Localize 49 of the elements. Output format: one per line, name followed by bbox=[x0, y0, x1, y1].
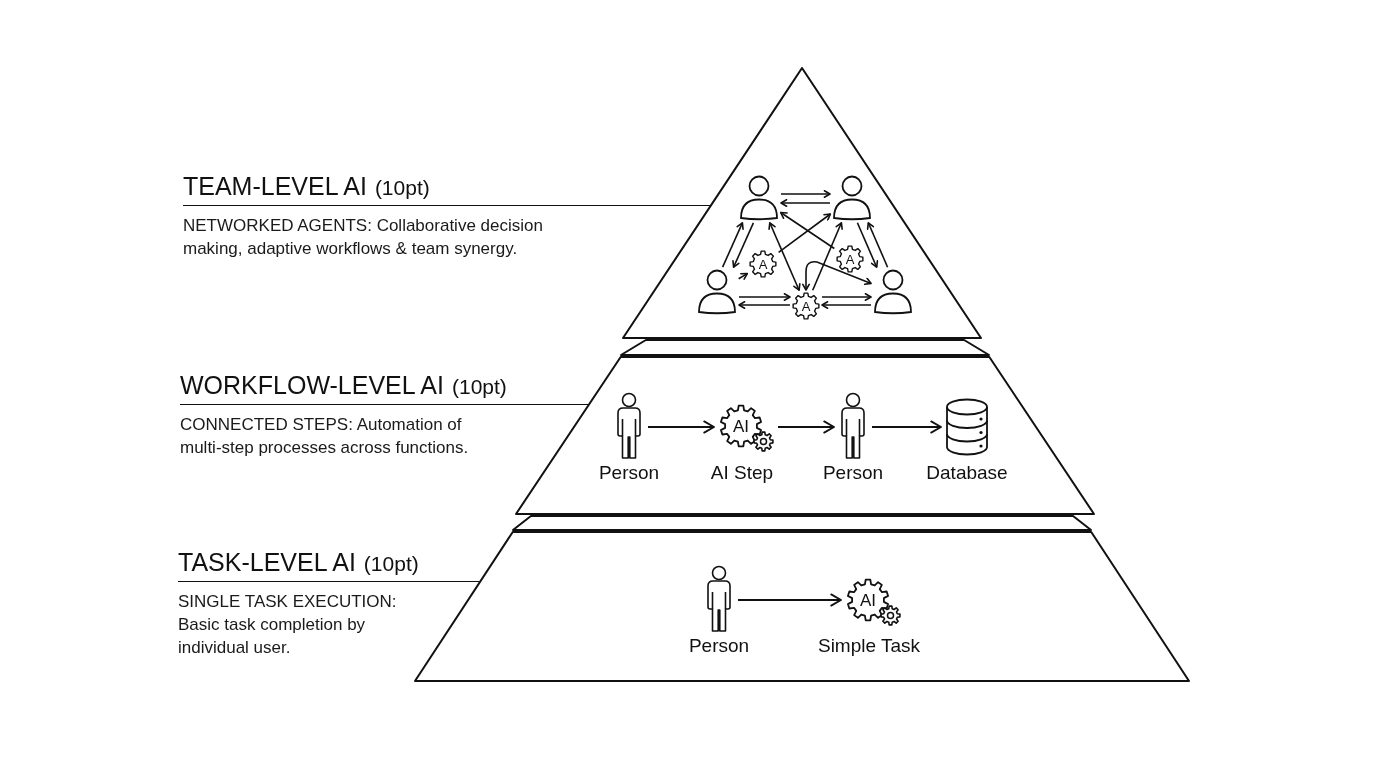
arrow bbox=[811, 222, 843, 291]
person-icon bbox=[739, 175, 779, 221]
tier-description: SINGLE TASK EXECUTION: Basic task completion by individual user. bbox=[178, 591, 398, 659]
tier-description: NETWORKED AGENTS: Collaborative decision making, adaptive workflows & team synergy. bbox=[183, 215, 544, 260]
database-icon bbox=[945, 398, 989, 456]
person-icon bbox=[704, 565, 734, 633]
icon-caption: Person bbox=[598, 463, 660, 483]
double-arrow bbox=[768, 222, 801, 291]
tier-description: CONNECTED STEPS: Automation of multi-step processes across functions. bbox=[180, 414, 470, 459]
size-note: (10pt) bbox=[363, 551, 419, 577]
person-icon bbox=[697, 269, 737, 315]
arrow bbox=[647, 420, 715, 434]
arrow bbox=[737, 272, 749, 281]
arrow bbox=[871, 420, 942, 434]
arrow bbox=[866, 222, 889, 268]
arrow bbox=[821, 293, 872, 301]
arrow bbox=[821, 301, 872, 309]
arrow bbox=[856, 222, 879, 268]
icon-caption: Person bbox=[822, 463, 884, 483]
size-note: (10pt) bbox=[374, 175, 430, 201]
arrow bbox=[737, 593, 842, 607]
gear-label: A bbox=[845, 252, 855, 266]
person-icon bbox=[873, 269, 913, 315]
arrow bbox=[777, 420, 835, 434]
icon-caption: Simple Task bbox=[817, 636, 921, 656]
leader-line bbox=[179, 403, 589, 406]
arrow bbox=[780, 190, 831, 198]
double-arrow bbox=[802, 260, 872, 291]
tier-heading: TASK-LEVEL AI bbox=[178, 547, 356, 577]
icon-caption: Person bbox=[688, 636, 750, 656]
gear-label: A bbox=[801, 299, 811, 313]
gear-label: AI bbox=[732, 417, 750, 435]
person-icon bbox=[614, 392, 644, 460]
arrow bbox=[738, 301, 791, 309]
leader-line bbox=[182, 204, 711, 207]
gear-label: AI bbox=[859, 591, 877, 609]
size-note: (10pt) bbox=[451, 374, 507, 400]
arrow bbox=[780, 199, 831, 207]
arrow bbox=[738, 293, 791, 301]
arrow bbox=[721, 222, 744, 268]
tier-heading: TEAM-LEVEL AI bbox=[183, 171, 367, 201]
arrow bbox=[732, 222, 755, 268]
person-icon bbox=[838, 392, 868, 460]
person-icon bbox=[832, 175, 872, 221]
gear-label: A bbox=[758, 257, 768, 271]
tier-heading: WORKFLOW-LEVEL AI bbox=[180, 370, 444, 400]
icon-caption: Database bbox=[926, 463, 1008, 483]
icon-caption: AI Step bbox=[710, 463, 774, 483]
leader-line bbox=[177, 580, 480, 583]
